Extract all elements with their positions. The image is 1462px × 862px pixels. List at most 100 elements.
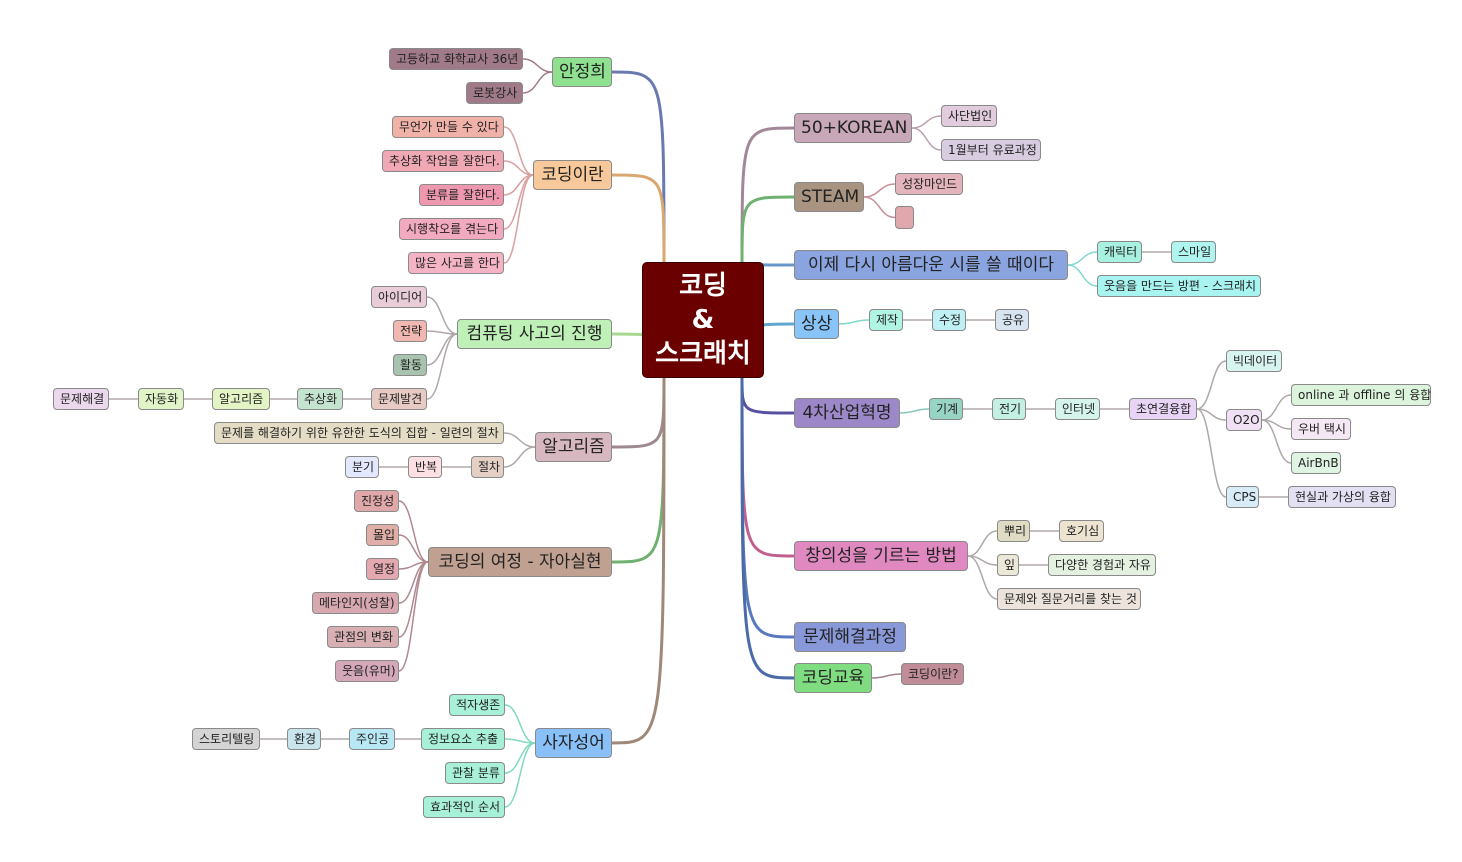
coding-child-1[interactable]: 무언가 만들 수 있다 — [392, 116, 504, 138]
branch-50-korean[interactable]: 50+KOREAN — [794, 113, 912, 143]
branch-coding-journey[interactable]: 코딩의 여정 - 자아실현 — [428, 547, 612, 577]
steam-child-empty[interactable] — [895, 206, 914, 229]
link-industry-sub-o2o — [1196, 408, 1227, 421]
link-korean-child-corporation — [911, 115, 942, 129]
branch-problem-solving-process[interactable]: 문제해결과정 — [794, 622, 906, 652]
journey-child-4[interactable]: 메타인지(성찰) — [312, 592, 399, 614]
o2o-child-uber[interactable]: 우버 택시 — [1291, 418, 1351, 440]
link-poem-child-character — [1067, 251, 1098, 266]
steam-child-growth-mind[interactable]: 성장마인드 — [895, 173, 963, 195]
journey-child-3[interactable]: 열정 — [366, 558, 399, 580]
korean-child-paid-course[interactable]: 1월부터 유료과정 — [941, 139, 1041, 161]
industry-chain-hyperconnect[interactable]: 초연결융합 — [1129, 398, 1197, 420]
branch-poem[interactable]: 이제 다시 아름다운 시를 쓸 때이다 — [794, 250, 1068, 280]
link-an-child-teacher — [522, 58, 553, 73]
creative-leaf-experience[interactable]: 다양한 경험과 자유 — [1048, 554, 1156, 576]
creative-child-root[interactable]: 뿌리 — [997, 520, 1030, 542]
creative-child-questions[interactable]: 문제와 질문거리를 찾는 것 — [997, 588, 1141, 610]
idiom-chain-storytelling[interactable]: 스토리텔링 — [192, 728, 260, 750]
industry-chain-electricity[interactable]: 전기 — [992, 398, 1026, 420]
creative-child-leaf[interactable]: 잎 — [997, 554, 1019, 576]
imagine-chain-share[interactable]: 공유 — [995, 309, 1029, 331]
ct-chain-problem-solving[interactable]: 문제해결 — [53, 388, 109, 410]
journey-child-1[interactable]: 진정성 — [354, 490, 399, 512]
branch-4th-industrial-revolution[interactable]: 4차산업혁명 — [794, 398, 900, 428]
o2o-child-airbnb[interactable]: AirBnB — [1291, 452, 1341, 474]
link-creative-child-root — [967, 530, 998, 557]
an-child-robot[interactable]: 로봇강사 — [466, 82, 523, 104]
poem-child-laugh[interactable]: 웃음을 만드는 방편 - 스크래치 — [1097, 275, 1261, 297]
link-imagine-chain-make — [838, 319, 870, 325]
idiom-child-2[interactable]: 정보요소 추출 — [421, 728, 505, 750]
branch-imagination[interactable]: 상상 — [794, 309, 839, 339]
an-child-teacher[interactable]: 고등하교 화학교사 36년 — [389, 48, 523, 70]
coding-child-2[interactable]: 추상화 작업을 잘한다. — [382, 150, 504, 172]
industry-chain-machine[interactable]: 기계 — [929, 398, 963, 420]
root-link-branch-an-jeonghui — [611, 70, 666, 263]
link-journey-child-6 — [398, 561, 429, 672]
algo-chain-branch[interactable]: 분기 — [345, 456, 379, 478]
creative-root-curiosity[interactable]: 호기심 — [1059, 520, 1104, 542]
link-coding-child-2 — [503, 160, 534, 176]
branch-algorithm[interactable]: 알고리즘 — [535, 432, 612, 462]
branch-computational-thinking[interactable]: 컴퓨팅 사고의 진행 — [457, 319, 612, 349]
journey-child-2[interactable]: 몰입 — [366, 524, 399, 546]
ct-chain-algorithm[interactable]: 알고리즘 — [212, 388, 270, 410]
link-industry-chain-machine — [899, 408, 930, 414]
korean-child-corporation[interactable]: 사단법인 — [941, 105, 997, 127]
poem-chain-smile[interactable]: 스마일 — [1171, 241, 1216, 263]
root-line-2: & — [691, 305, 715, 335]
root-link-branch-50-korean — [740, 126, 795, 263]
root-line-1: 코딩 — [679, 271, 727, 301]
branch-steam[interactable]: STEAM — [794, 182, 864, 212]
link-coding-child-5 — [503, 174, 534, 264]
root-link-branch-coding-journey — [611, 377, 666, 564]
link-journey-child-2 — [398, 534, 429, 563]
branch-coding-is[interactable]: 코딩이란 — [533, 160, 612, 190]
branch-idioms[interactable]: 사자성어 — [535, 728, 612, 758]
poem-child-character[interactable]: 캐릭터 — [1097, 241, 1142, 263]
ct-child-idea[interactable]: 아이디어 — [371, 286, 427, 308]
ct-child-problem-finding[interactable]: 문제발견 — [371, 388, 427, 410]
edu-child-what-is-coding[interactable]: 코딩이란? — [901, 663, 964, 685]
industry-sub-o2o[interactable]: O2O — [1226, 409, 1262, 431]
idiom-child-4[interactable]: 효과적인 순서 — [423, 796, 505, 818]
industry-chain-internet[interactable]: 인터넷 — [1055, 398, 1100, 420]
ct-child-activity[interactable]: 활동 — [393, 354, 427, 376]
algo-chain-repeat[interactable]: 반복 — [408, 456, 442, 478]
idiom-child-3[interactable]: 관찰 분류 — [445, 762, 505, 784]
o2o-child-online-offline[interactable]: online 과 offline 의 융합 — [1291, 384, 1431, 406]
ct-child-strategy[interactable]: 전략 — [393, 320, 427, 342]
journey-child-5[interactable]: 관점의 변화 — [327, 626, 399, 648]
ct-chain-abstraction[interactable]: 추상화 — [297, 388, 343, 410]
algo-procedure[interactable]: 절차 — [471, 456, 504, 478]
ct-chain-automation[interactable]: 자동화 — [138, 388, 184, 410]
idiom-chain-hero[interactable]: 주인공 — [349, 728, 395, 750]
industry-sub-bigdata[interactable]: 빅데이터 — [1226, 350, 1282, 372]
link-creative-child-questions — [967, 555, 998, 600]
root-topic[interactable]: 코딩 & 스크래치 — [642, 262, 764, 378]
root-link-branch-steam — [740, 195, 795, 263]
imagine-chain-edit[interactable]: 수정 — [932, 309, 966, 331]
idiom-child-1[interactable]: 적자생존 — [449, 694, 505, 716]
cps-child-fusion[interactable]: 현실과 가상의 융합 — [1288, 486, 1396, 508]
link-steam-child-growth-mind — [863, 183, 896, 198]
link-idiom-child-3 — [504, 742, 536, 774]
link-an-child-robot — [522, 71, 553, 94]
root-line-3: 스크래치 — [655, 339, 751, 369]
algo-definition[interactable]: 문제를 해결하기 위한 유한한 도식의 집합 - 일련의 절차 — [214, 422, 504, 444]
branch-an-jeonghui[interactable]: 안정희 — [552, 57, 612, 87]
link-journey-child-5 — [398, 561, 429, 638]
idiom-chain-environment[interactable]: 환경 — [287, 728, 321, 750]
link-edu-child-what-is-coding — [871, 673, 902, 679]
coding-child-4[interactable]: 시행착오를 겪는다 — [399, 218, 504, 240]
imagine-chain-make[interactable]: 제작 — [869, 309, 903, 331]
link-idiom-child-4 — [504, 742, 536, 808]
branch-coding-education[interactable]: 코딩교육 — [794, 663, 872, 693]
coding-child-3[interactable]: 분류를 잘한다. — [419, 184, 504, 206]
journey-child-6[interactable]: 웃음(유머) — [335, 660, 399, 682]
industry-sub-cps[interactable]: CPS — [1226, 486, 1259, 508]
link-ct-child-problem-finding — [426, 333, 458, 400]
coding-child-5[interactable]: 많은 사고를 한다 — [408, 252, 504, 274]
branch-creativity[interactable]: 창의성을 기르는 방법 — [794, 541, 968, 571]
